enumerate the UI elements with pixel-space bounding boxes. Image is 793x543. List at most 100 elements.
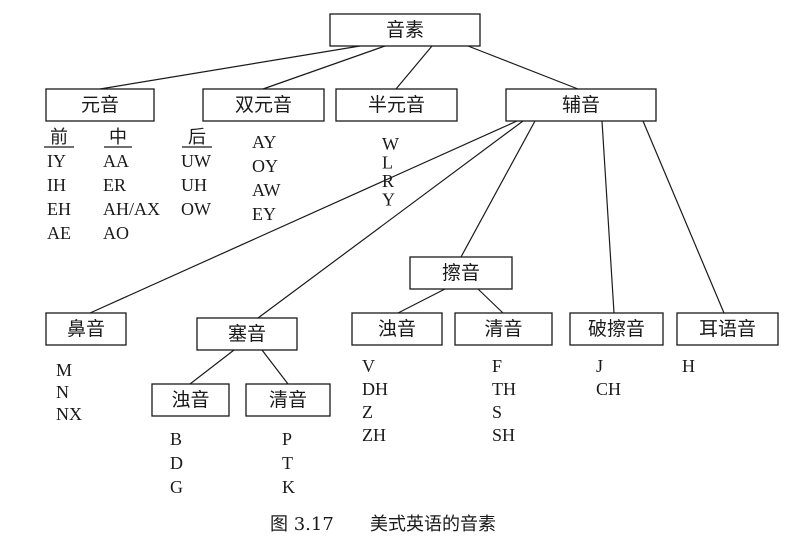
node-label-fricative: 擦音 [442,262,480,284]
phoneme-item: D [170,453,183,473]
node-stop-voiceless: 清音 [245,383,331,417]
phoneme-item: S [492,402,502,422]
phoneme-item: IY [47,151,66,171]
phoneme-item: AE [47,223,71,243]
phoneme-item: EH [47,199,71,219]
edge-consonant-to-fricative [460,120,536,258]
node-consonant: 辅音 [505,88,657,122]
node-box-root [329,13,481,47]
phoneme-item: L [382,153,393,173]
phoneme-item: P [282,429,292,449]
node-label-vowel: 元音 [81,94,119,116]
phoneme-item: H [682,356,695,376]
node-label-stop-voiceless: 清音 [269,389,307,411]
node-fricative: 擦音 [409,256,513,290]
edge-fricative-to-fric-voiceless [477,288,504,314]
phoneme-lists-layer: 前IYIHEHAE中AAERAH/AXAO后UWUHOWAYOYAWEYWLRY… [44,127,695,497]
phoneme-item: T [282,453,293,473]
node-box-diphthong [202,88,325,122]
phoneme-list-stop-voiceless: PTK [282,429,295,497]
phoneme-item: F [492,356,502,376]
node-box-stop-voiceless [245,383,331,417]
node-fric-voiced: 浊音 [351,312,443,346]
phoneme-item: OY [252,156,278,176]
node-label-consonant: 辅音 [562,94,600,116]
edge-root-to-semivowel [395,45,433,90]
phoneme-item: B [170,429,182,449]
node-box-fric-voiceless [454,312,553,346]
phoneme-item: ZH [362,425,386,445]
phoneme-item: ER [103,175,126,195]
node-label-diphthong: 双元音 [235,94,292,116]
vowel-group-head: 前 [50,127,68,148]
phoneme-item: G [170,477,183,497]
edge-stop-to-stop-voiced [189,349,235,385]
phoneme-item: SH [492,425,515,445]
node-box-stop-voiced [151,383,230,417]
phoneme-item: AH/AX [103,199,160,219]
node-label-root: 音素 [386,19,424,41]
figure-number: 图 3.17 [270,514,334,535]
phoneme-item: M [56,360,72,380]
vowel-group-head: 中 [109,127,127,148]
phoneme-item: TH [492,379,516,399]
node-box-fricative [409,256,513,290]
phoneme-item: Z [362,402,373,422]
phoneme-item: OW [181,199,211,219]
node-affricate: 破擦音 [569,312,664,346]
node-vowel: 元音 [45,88,155,122]
phoneme-list-aspirate: H [682,356,695,376]
node-fric-voiceless: 清音 [454,312,553,346]
edge-fricative-to-fric-voiced [397,288,446,314]
edge-consonant-to-aspirate [642,120,725,314]
phoneme-item: J [596,356,603,376]
phoneme-item: AO [103,223,129,243]
phoneme-list-affricate: JCH [596,356,621,399]
edge-consonant-to-nasal [89,120,518,314]
node-label-affricate: 破擦音 [588,318,645,340]
node-box-consonant [505,88,657,122]
vowel-group-2: 后 UW UH OW [181,127,212,219]
node-box-vowel [45,88,155,122]
node-box-nasal [45,312,127,346]
phoneme-item: N [56,382,69,402]
edge-root-to-diphthong [262,45,386,90]
edge-stop-to-stop-voiceless [261,349,289,385]
node-semivowel: 半元音 [335,88,458,122]
phoneme-item: EY [252,204,276,224]
phoneme-list-stop-voiced: BDG [170,429,183,497]
edge-root-to-consonant [467,45,579,90]
node-label-nasal: 鼻音 [67,318,105,340]
node-aspirate: 耳语音 [676,312,779,346]
node-box-affricate [569,312,664,346]
node-box-semivowel [335,88,458,122]
edge-consonant-to-stop [257,120,524,319]
edge-root-to-vowel [99,45,361,90]
node-label-stop: 塞音 [228,323,266,345]
phoneme-item: AA [103,151,129,171]
vowel-group-1: 中 AA ER AH/AX AO [103,127,160,243]
vowel-group-head: 后 [188,127,206,148]
phoneme-item: R [382,171,394,191]
node-diphthong: 双元音 [202,88,325,122]
phoneme-item: DH [362,379,388,399]
node-label-fric-voiced: 浊音 [378,318,416,340]
phoneme-item: UH [181,175,207,195]
node-box-aspirate [676,312,779,346]
node-box-fric-voiced [351,312,443,346]
node-nasal: 鼻音 [45,312,127,346]
node-label-fric-voiceless: 清音 [484,318,522,340]
phoneme-item: AW [252,180,281,200]
node-box-stop [196,317,298,351]
phoneme-item: UW [181,151,211,171]
phoneme-item: Y [382,190,395,210]
figure-title: 美式英语的音素 [370,514,496,535]
nodes-layer: 音素元音双元音半元音辅音擦音鼻音塞音浊音清音破擦音耳语音浊音清音 [45,13,779,417]
phoneme-item: K [282,477,295,497]
